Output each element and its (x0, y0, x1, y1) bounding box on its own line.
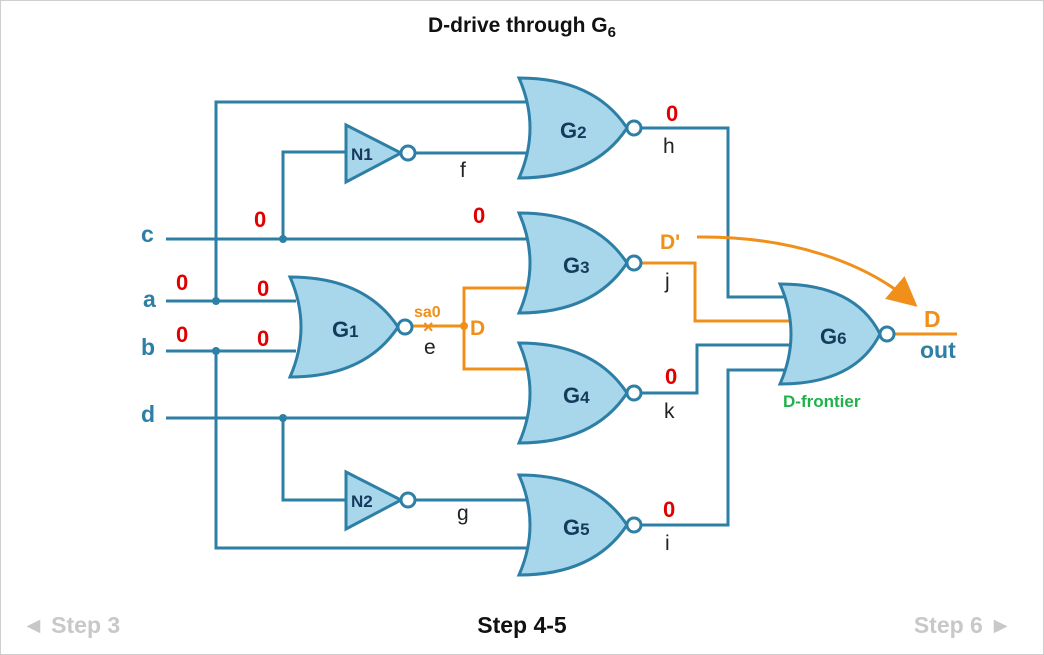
value-b-g1: 0 (257, 326, 269, 351)
value-k: 0 (665, 364, 677, 389)
gate-g6-label: G6 (820, 324, 847, 349)
value-b-input: 0 (176, 322, 188, 347)
junction-e (460, 322, 468, 330)
junction-a (212, 297, 220, 305)
gate-g5[interactable]: G5 (516, 473, 643, 577)
wire-k (641, 343, 790, 395)
fault-mark: × (423, 317, 434, 337)
net-f-label: f (460, 159, 466, 182)
inverter-n1-label: N1 (351, 145, 373, 164)
gate-g5-label: G5 (563, 515, 590, 540)
d-frontier-label: D-frontier (783, 392, 861, 411)
wire-b-to-g5 (214, 351, 528, 550)
input-a-label: a (143, 286, 156, 312)
fault-sa0-label: sa0 (414, 304, 441, 321)
input-d-label: d (141, 401, 155, 427)
wires (166, 100, 790, 550)
value-a-g1: 0 (257, 276, 269, 301)
gate-g6[interactable]: G6 (777, 282, 896, 386)
d-propagation-path (411, 235, 957, 371)
wire-h (641, 126, 788, 299)
net-j-label: j (664, 270, 670, 293)
wire-c-to-n1 (281, 150, 346, 239)
input-b-label: b (141, 334, 155, 360)
junction-c (279, 235, 287, 243)
net-e-label: e (424, 336, 436, 359)
junction-b (212, 347, 220, 355)
gate-g2-label: G2 (560, 118, 587, 143)
value-d-out: D (924, 306, 941, 332)
prev-step-button[interactable]: ◄ Step 3 (22, 612, 121, 638)
wire-a-to-g2 (214, 100, 528, 301)
inverter-n2-label: N2 (351, 492, 373, 511)
value-a-input: 0 (176, 270, 188, 295)
value-h: 0 (666, 101, 678, 126)
output-label: out (920, 337, 956, 363)
gate-g3-label: G3 (563, 253, 590, 278)
gate-g4[interactable]: G4 (516, 341, 643, 445)
value-i: 0 (663, 497, 675, 522)
inverter-n1[interactable]: N1 (344, 122, 417, 185)
value-d-e: D (470, 317, 485, 340)
gate-g4-label: G4 (563, 383, 590, 408)
next-step-button[interactable]: Step 6 ► (913, 612, 1012, 638)
wire-j (641, 261, 790, 323)
net-k-label: k (664, 400, 675, 423)
input-c-label: c (141, 221, 154, 247)
value-c-g3: 0 (473, 203, 485, 228)
net-i-label: i (665, 532, 670, 555)
net-h-label: h (663, 135, 675, 158)
junction-d (279, 414, 287, 422)
diagram-title: D-drive through G6 (427, 14, 616, 42)
net-g-label: g (457, 502, 469, 525)
gate-g1[interactable]: G1 (287, 275, 414, 379)
value-c-n1: 0 (254, 207, 266, 232)
wire-d-to-n2 (281, 418, 346, 502)
propagation-arrow (696, 235, 918, 307)
wire-i (641, 368, 788, 527)
gate-g1-label: G1 (332, 317, 359, 342)
value-dbar-j: D' (660, 231, 680, 254)
inverter-n2[interactable]: N2 (344, 469, 417, 532)
gate-g2[interactable]: G2 (516, 76, 643, 180)
gate-g3[interactable]: G3 (516, 211, 643, 315)
